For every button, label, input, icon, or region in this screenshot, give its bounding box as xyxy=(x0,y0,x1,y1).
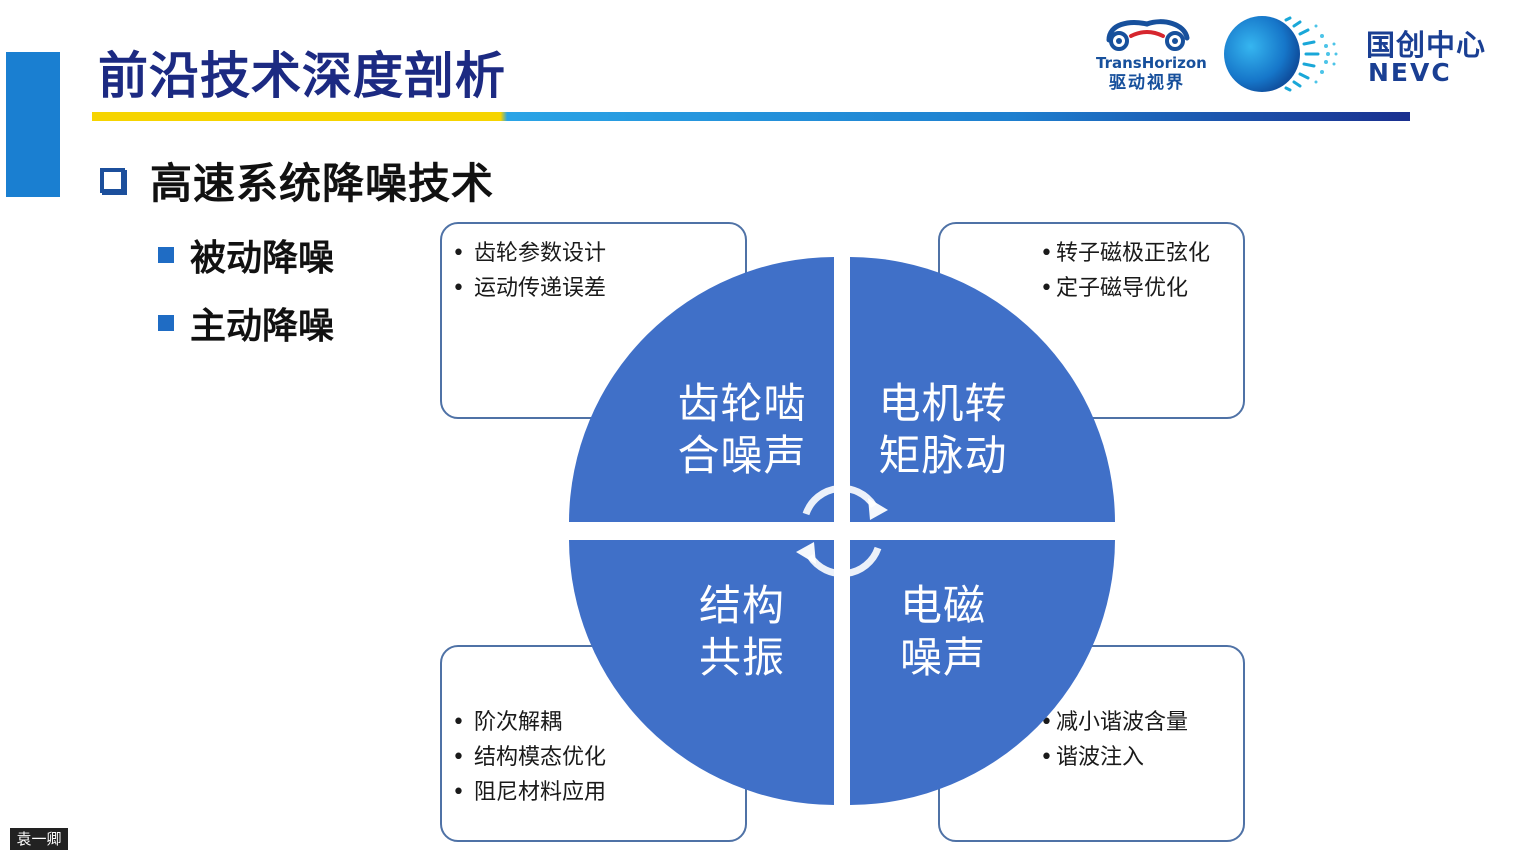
quadrant-label-line: 齿轮啮 xyxy=(677,379,807,428)
note-item: 运动传递误差 xyxy=(452,271,606,306)
note-item: 齿轮参数设计 xyxy=(452,236,606,271)
nevc-logo-cn-text: 国创中心 xyxy=(1366,28,1487,62)
note-item: 谐波注入 xyxy=(1040,740,1188,775)
quadrant-bottom-right xyxy=(850,540,1115,805)
author-watermark: 袁一卿 xyxy=(10,828,68,850)
sub-item-active: 主动降噪 xyxy=(158,300,335,347)
note-item: 定子磁导优化 xyxy=(1040,271,1210,306)
quadrant-label-line: 噪声 xyxy=(899,633,986,682)
quadrant-label-top-left: 齿轮啮 合噪声 xyxy=(667,378,817,482)
sub-item-label: 主动降噪 xyxy=(190,306,335,347)
nevc-logo-en-text: NEVC xyxy=(1368,58,1452,87)
square-bullet-icon xyxy=(158,247,174,263)
quadrant-label-line: 共振 xyxy=(698,633,785,682)
note-item: 阻尼材料应用 xyxy=(452,775,606,810)
nevc-globe-icon xyxy=(1224,16,1338,92)
cycle-arrowhead-icon xyxy=(868,498,888,520)
quadrant-label-top-right: 电机转 矩脉动 xyxy=(868,378,1018,482)
cycle-arrowhead-icon xyxy=(796,542,816,564)
left-accent-bar xyxy=(6,52,60,197)
note-item: 转子磁极正弦化 xyxy=(1040,236,1210,271)
transhorizon-logo-text: TransHorizon xyxy=(1096,54,1207,72)
quadrant-label-bottom-left: 结构 共振 xyxy=(667,580,817,684)
hollow-square-bullet-icon xyxy=(100,167,125,193)
transhorizon-logo-cn-text: 驱动视界 xyxy=(1109,73,1185,93)
cycle-arrows-icon xyxy=(802,484,882,578)
quadrant-label-line: 结构 xyxy=(698,581,785,630)
note-item: 结构模态优化 xyxy=(452,740,606,775)
sub-item-passive: 被动降噪 xyxy=(158,232,335,279)
page-title: 前沿技术深度剖析 xyxy=(98,47,506,105)
quadrant-bottom-left xyxy=(569,540,834,805)
note-item: 减小谐波含量 xyxy=(1040,705,1188,740)
quadrant-label-bottom-right: 电磁 噪声 xyxy=(868,580,1018,684)
quadrant-top-right xyxy=(850,257,1115,522)
title-underline-bar xyxy=(92,112,1410,121)
note-item: 阶次解耦 xyxy=(452,705,606,740)
square-bullet-icon xyxy=(158,315,174,331)
car-swirl-icon xyxy=(1106,19,1190,51)
section-heading-text: 高速系统降噪技术 xyxy=(150,158,495,208)
quadrant-top-left xyxy=(569,257,834,522)
quadrant-label-line: 电机转 xyxy=(878,379,1008,428)
quadrant-label-line: 电磁 xyxy=(899,581,986,630)
sub-item-label: 被动降噪 xyxy=(190,238,335,279)
quadrant-label-line: 合噪声 xyxy=(677,431,807,480)
transhorizon-logo: TransHorizon 驱动视界 xyxy=(1096,14,1207,104)
quadrant-label-line: 矩脉动 xyxy=(878,431,1008,480)
section-heading: 高速系统降噪技术 xyxy=(100,152,494,208)
